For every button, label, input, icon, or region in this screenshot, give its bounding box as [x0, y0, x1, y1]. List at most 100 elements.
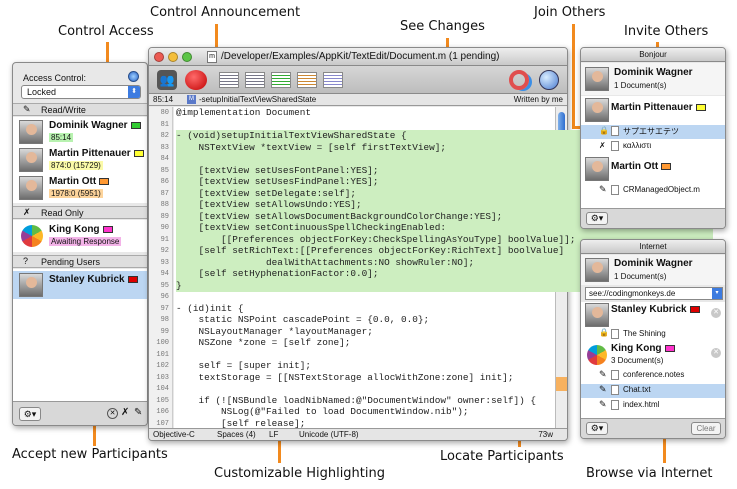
document-row[interactable]: ✎ index.html [581, 399, 725, 413]
participant-name: King Kong [49, 224, 113, 235]
participant-name: Martin Pittenauer [49, 148, 144, 159]
document-name: CRManagedObject.m [623, 185, 700, 194]
gear-icon[interactable]: ⚙▾ [586, 212, 608, 225]
comment-icon[interactable] [271, 72, 291, 88]
highlight-icon[interactable] [323, 72, 343, 88]
document-row[interactable]: 🔒 The Shining [581, 328, 725, 341]
document-row[interactable]: ✎ Chat.txt [581, 384, 725, 398]
participant-row[interactable]: King Kong 3 Document(s) ✕ [581, 342, 725, 368]
participant-row[interactable]: Stanley Kubrick [13, 271, 147, 299]
owner-name: Dominik Wagner [614, 67, 693, 78]
callout-accept-participants: Accept new Participants [12, 447, 168, 462]
avatar [19, 148, 43, 172]
pencil-icon: ✎ [23, 104, 31, 114]
access-control-select[interactable]: Locked ⬍ [21, 85, 141, 99]
read-only-section: ✗ Read Only [13, 206, 147, 219]
navigation-bar: 85:14 M -setupInitialTextViewSharedState… [149, 94, 567, 106]
remove-icon[interactable]: ✕ [711, 308, 721, 318]
participant-row[interactable]: Martin Pittenauer 874:0 (15729) [13, 147, 147, 173]
uncomment-icon[interactable] [297, 72, 317, 88]
read-write-list: Dominik Wagner 85:14 Martin Pittenauer 8… [13, 117, 147, 203]
color-swatch [695, 103, 706, 111]
participant-marker [556, 377, 567, 391]
close-button[interactable] [154, 52, 164, 62]
shift-left-icon[interactable] [219, 72, 239, 88]
avatar [585, 98, 609, 122]
pending-section: ? Pending Users [13, 255, 147, 268]
bonjour-title-bar: Bonjour [581, 48, 725, 62]
avatar [585, 258, 609, 282]
clear-button[interactable]: Clear [691, 422, 721, 435]
announce-icon[interactable] [185, 70, 207, 90]
callout-locate-participants: Locate Participants [440, 449, 564, 464]
owner-documents[interactable]: 1 Document(s) [614, 272, 667, 281]
encoding-popup[interactable]: Unicode (UTF-8) [299, 430, 359, 439]
internet-bottom-bar: ⚙▾ Clear [581, 418, 725, 438]
shift-right-icon[interactable] [245, 72, 265, 88]
document-icon: m [207, 51, 217, 63]
syntax-mode-popup[interactable]: Objective-C [153, 430, 195, 439]
vertical-scrollbar[interactable] [555, 107, 567, 429]
pencil-icon: ✎ [599, 184, 607, 194]
participant-name: Martin Pittenauer [611, 102, 706, 113]
url-field[interactable]: see://codingmonkeys.de ▾ [585, 287, 723, 300]
zoom-button[interactable] [182, 52, 192, 62]
document-row[interactable]: ✗ καλλιστι [581, 140, 725, 154]
bonjour-list: Martin Pittenauer 🔒 サプエサエテツ ✗ καλλιστι M… [581, 96, 725, 208]
symbol-popup[interactable]: -setupInitialTextViewSharedState [199, 95, 317, 104]
file-icon [611, 141, 619, 151]
participant-marker [556, 225, 567, 247]
minimize-button[interactable] [168, 52, 178, 62]
file-icon [611, 400, 619, 410]
reject-button[interactable]: ✕ [107, 408, 118, 419]
toolbar: 👥 [149, 66, 567, 94]
owner-documents[interactable]: 1 Document(s) [614, 81, 667, 90]
bonjour-panel: Bonjour Dominik Wagner 1 Document(s) Mar… [580, 47, 726, 229]
pencil-icon: ✎ [599, 384, 607, 394]
cursor-position: 85:14 [153, 95, 174, 104]
remove-icon[interactable]: ✕ [711, 348, 721, 358]
bonjour-owner: Dominik Wagner 1 Document(s) [581, 63, 725, 95]
read-write-button[interactable]: ✎ [134, 407, 143, 418]
panel-bottom-bar: ⚙▾ ✕ ✗ ✎ [13, 401, 147, 425]
color-swatch [102, 225, 113, 233]
gear-icon[interactable]: ⚙▾ [19, 407, 41, 421]
tab-setting-popup[interactable]: Spaces (4) [217, 430, 256, 439]
document-row[interactable]: ✎ conference.notes [581, 369, 725, 383]
pencil-icon: ✎ [599, 369, 607, 379]
read-write-label: Read/Write [41, 105, 86, 115]
gear-icon[interactable]: ⚙▾ [586, 422, 608, 435]
editor-text-area[interactable] [174, 107, 557, 429]
participants-icon[interactable]: 👥 [157, 70, 177, 90]
internet-title-bar: Internet [581, 240, 725, 254]
document-window: m /Developer/Examples/AppKit/TextEdit/Do… [148, 47, 568, 441]
file-icon [611, 329, 619, 339]
url-popup-icon[interactable]: ▾ [712, 288, 722, 299]
access-info-icon[interactable] [128, 71, 139, 82]
participant-row[interactable]: Stanley Kubrick ✕ [581, 302, 725, 328]
participant-row[interactable]: Martin Ott 1978:0 (5951) [13, 175, 147, 201]
access-control-label: Access Control: [23, 73, 87, 83]
status-bar: Objective-C Spaces (4) LF Unicode (UTF-8… [149, 428, 567, 440]
avatar [585, 303, 609, 327]
owner-name: Dominik Wagner [614, 258, 693, 269]
document-row[interactable]: ✎ CRManagedObject.m [581, 184, 725, 198]
read-only-button[interactable]: ✗ [121, 407, 130, 418]
globe-icon[interactable] [539, 70, 559, 90]
file-icon [611, 370, 619, 380]
participant-row[interactable]: Martin Pittenauer [581, 96, 725, 124]
line-ending-popup[interactable]: LF [269, 430, 279, 439]
participant-row[interactable]: King Kong Awaiting Response [13, 223, 147, 249]
avatar [585, 157, 609, 181]
participant-row[interactable]: Dominik Wagner 85:14 [13, 119, 147, 145]
document-row[interactable]: 🔒 サプエサエテツ [581, 125, 725, 139]
read-write-section: ✎ Read/Write [13, 103, 147, 116]
color-swatch [127, 275, 138, 283]
connector-line [572, 24, 575, 128]
participant-name: Martin Ott [49, 176, 110, 187]
document-name: conference.notes [623, 370, 685, 379]
participant-row[interactable]: Martin Ott [581, 155, 725, 183]
rings-icon[interactable] [509, 70, 529, 90]
scroll-thumb[interactable] [558, 112, 565, 167]
bonjour-bottom-bar: ⚙▾ [581, 208, 725, 228]
